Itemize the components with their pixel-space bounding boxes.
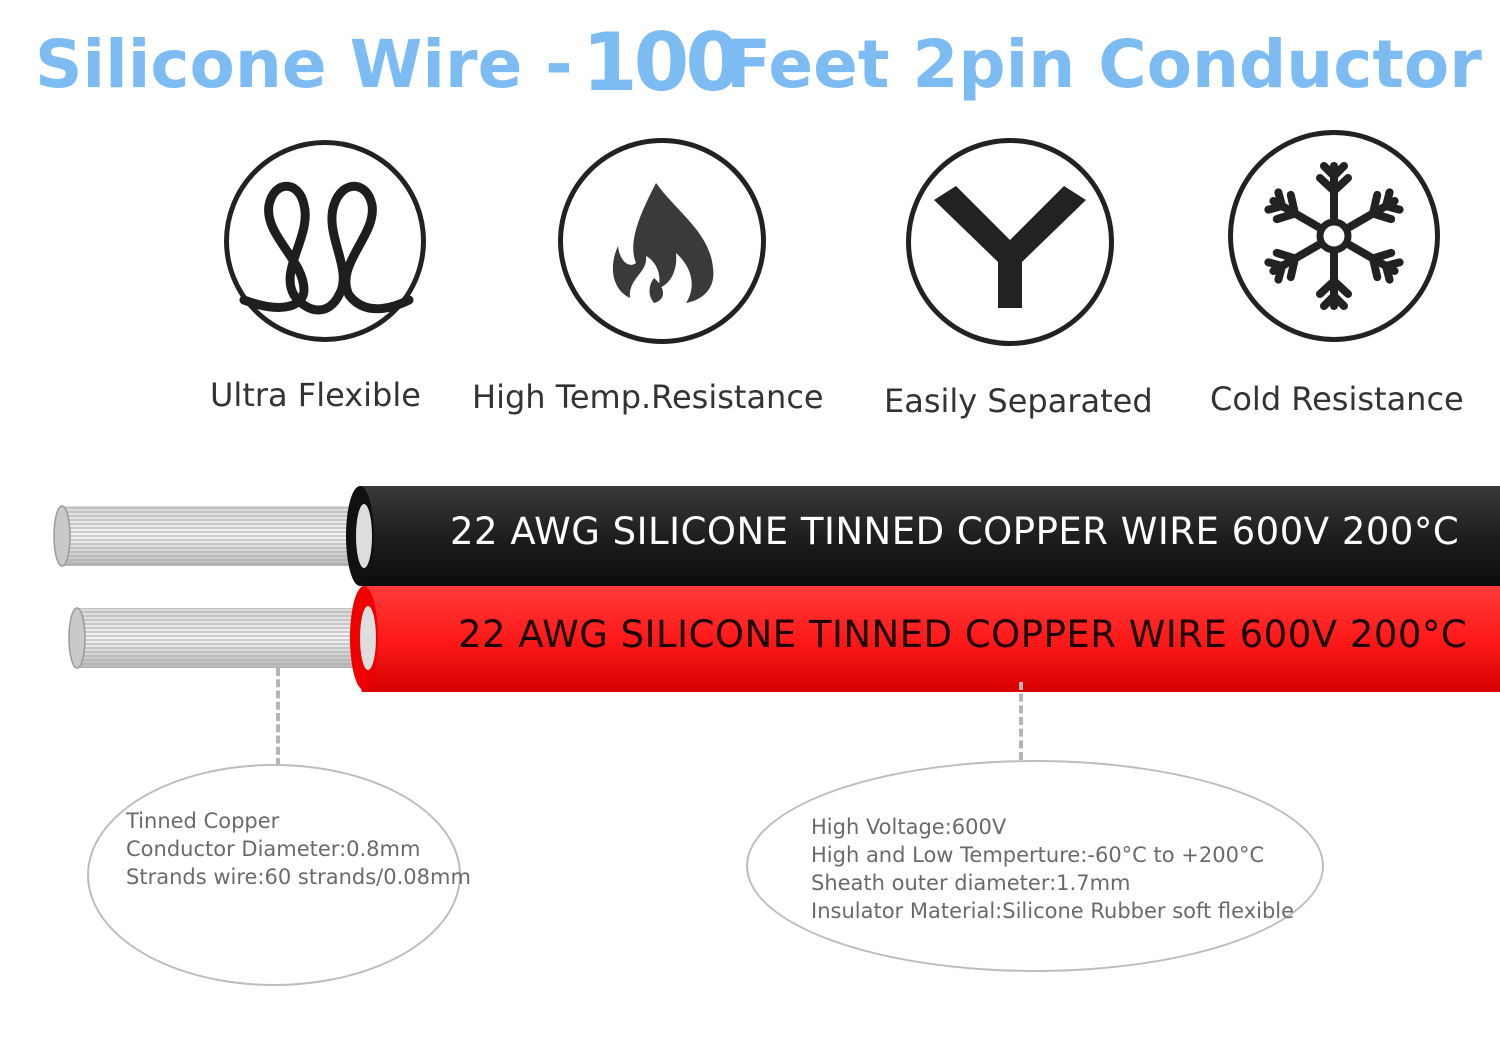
title-length: 100 (582, 16, 741, 108)
feature-circle (1228, 130, 1440, 342)
spec-line: Tinned Copper (126, 809, 280, 833)
red-wire-label: 22 AWG SILICONE TINNED COPPER WIRE 600V … (458, 613, 1468, 656)
wire-illustration (53, 486, 1500, 692)
spec-line: Sheath outer diameter:1.7mm (811, 871, 1131, 895)
feature-label: Ultra Flexible (210, 376, 421, 414)
sheath-spec-text: High Voltage:600V High and Low Tempertur… (811, 813, 1294, 925)
feature-circle (558, 138, 766, 344)
loop-icon (239, 181, 414, 315)
spec-line: Conductor Diameter:0.8mm (126, 837, 421, 861)
conductor-spec-callout (87, 764, 461, 986)
black-wire-label: 22 AWG SILICONE TINNED COPPER WIRE 600V … (450, 510, 1460, 553)
spec-line: Insulator Material:Silicone Rubber soft … (811, 899, 1295, 923)
snowflake-icon (1264, 162, 1404, 310)
feature-label: High Temp.Resistance (472, 378, 824, 416)
page-title: Silicone Wire - 100 Feet 2pin Conductor (0, 8, 1500, 108)
sheath-spec-callout (746, 760, 1324, 972)
conductor-callout-line (276, 668, 280, 766)
flame-icon (612, 183, 714, 303)
conductor-spec-text: Tinned Copper Conductor Diameter:0.8mm S… (126, 807, 471, 891)
red-wire (68, 586, 1500, 692)
title-part-1: Silicone Wire - (35, 26, 573, 103)
feature-circle (906, 138, 1114, 346)
spec-line: High and Low Temperture:-60°C to +200°C (811, 843, 1265, 867)
feature-label: Easily Separated (884, 382, 1153, 420)
spec-line: Strands wire:60 strands/0.08mm (126, 865, 471, 889)
y-split-icon (934, 186, 1086, 308)
black-wire (53, 486, 1500, 586)
sheath-callout-line (1019, 682, 1023, 760)
feature-label: Cold Resistance (1210, 380, 1464, 418)
title-part-2: Feet 2pin Conductor (726, 26, 1482, 103)
spec-line: High Voltage:600V (811, 815, 1007, 839)
